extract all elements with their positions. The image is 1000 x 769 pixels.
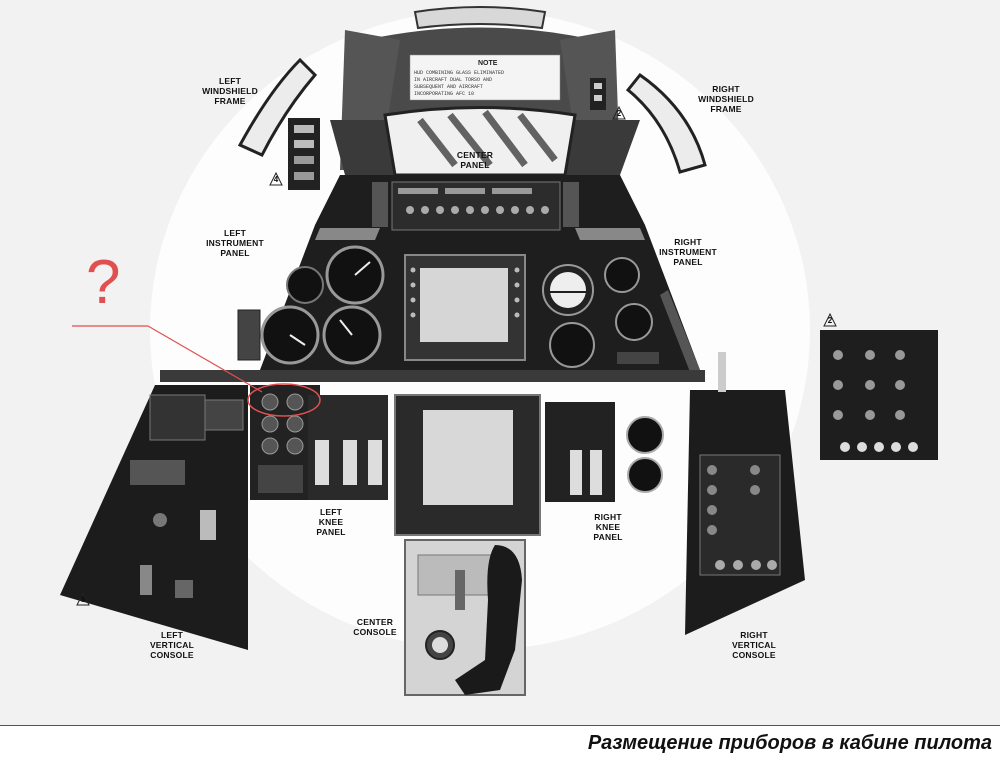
center-panel-hud [383,106,577,177]
cockpit-artwork [60,6,938,696]
auxiliary-side-panel [820,330,938,460]
panel-divider-bar [160,370,705,382]
right-vertical-console-artwork [685,352,805,635]
left-knee-panel-artwork [250,385,388,500]
callout-number: 2 [827,316,833,325]
left-instrument-gauges [237,245,385,365]
right-frame-indicator [590,78,606,110]
label-center-panel: CENTER PANEL [456,150,494,170]
cockpit-diagram: NOTE HUD COMBINING GLASS ELIMINATED IN A… [0,0,1000,726]
label-left-vertical-console: LEFT VERTICAL CONSOLE [149,630,195,660]
center-mfd [404,254,526,361]
label-right-windshield-frame: RIGHT WINDSHIELD FRAME [698,84,754,114]
label-right-instrument-panel: RIGHT INSTRUMENT PANEL [659,237,717,267]
hud-glass [413,6,547,30]
callout-left-console: 9 [76,592,90,606]
callout-right-frame: 2 [612,106,626,120]
question-mark-annotation: ? [86,248,121,317]
callout-number: 2 [616,109,622,118]
callout-left-frame: 4 [269,172,283,186]
figure-caption: Размещение приборов в кабине пилота [587,732,992,754]
right-instrument-gauges [542,257,700,372]
triangle-icon [76,592,90,606]
callout-number: 4 [273,175,279,184]
center-console-artwork [404,539,526,696]
label-left-windshield-frame: LEFT WINDSHIELD FRAME [202,76,258,106]
triangle-icon [612,106,626,120]
note-box-bg [409,54,561,101]
left-windshield-frame [237,57,318,157]
left-vertical-console-artwork [60,385,248,650]
label-right-vertical-console: RIGHT VERTICAL CONSOLE [731,630,777,660]
right-hatch-strip [575,228,645,240]
triangle-icon [269,172,283,186]
upfront-controls [372,181,579,231]
right-knee-panel-artwork [545,402,664,502]
red-annotation-marker [72,325,321,417]
label-left-instrument-panel: LEFT INSTRUMENT PANEL [206,228,264,258]
left-hatch-strip [315,228,380,240]
triangle-icon [823,313,837,327]
label-center-console: CENTER CONSOLE [353,617,397,637]
right-windshield-frame [625,72,707,174]
callout-aux-panel: 2 [823,313,837,327]
note-title: NOTE [478,60,498,67]
label-right-knee-panel: RIGHT KNEE PANEL [593,512,623,542]
center-lower-mfd [394,394,541,536]
callout-number: 9 [80,595,86,604]
left-frame-switch-panel [288,118,320,190]
note-body: HUD COMBINING GLASS ELIMINATED IN AIRCRA… [414,70,505,97]
label-left-knee-panel: LEFT KNEE PANEL [316,507,346,537]
